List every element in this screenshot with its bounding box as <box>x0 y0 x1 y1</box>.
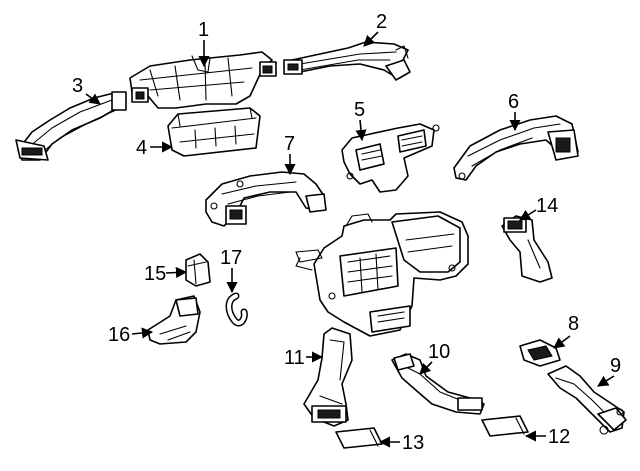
callout-2: 2 <box>376 11 387 33</box>
part-1-center-duct[interactable] <box>129 51 277 109</box>
callout-17: 17 <box>220 247 242 269</box>
callout-9-arrow <box>597 375 615 387</box>
callout-9: 9 <box>610 355 621 377</box>
part-2-duct[interactable] <box>283 41 411 81</box>
callout-12: 12 <box>548 426 570 448</box>
part-13-piece[interactable] <box>335 427 383 449</box>
callout-16: 16 <box>108 324 130 346</box>
callout-4: 4 <box>136 137 147 159</box>
callout-5: 5 <box>354 99 365 121</box>
callout-13: 13 <box>402 432 424 454</box>
callout-8-arrow <box>553 335 571 349</box>
part-5-vent-assembly[interactable] <box>341 123 440 193</box>
part-3-duct[interactable] <box>15 91 127 161</box>
part-12-piece[interactable] <box>481 415 529 437</box>
callout-10: 10 <box>428 341 450 363</box>
callout-11: 11 <box>284 347 305 369</box>
part-8-nozzle[interactable] <box>519 339 561 367</box>
callout-8: 8 <box>568 313 579 335</box>
part-6-duct[interactable] <box>453 115 579 181</box>
callout-14-arrow <box>519 209 537 221</box>
part-10-duct[interactable] <box>391 353 485 415</box>
callout-15-arrow <box>165 266 188 279</box>
callout-6: 6 <box>508 91 519 113</box>
callout-15: 15 <box>144 263 166 285</box>
part-4-box[interactable] <box>167 107 261 157</box>
hvac-unit <box>295 211 469 337</box>
callout-1: 1 <box>198 19 209 41</box>
part-7-duct[interactable] <box>205 171 327 227</box>
part-17-hose[interactable] <box>225 292 248 327</box>
part-14-duct[interactable] <box>501 215 553 283</box>
callout-2-arrow <box>363 31 379 47</box>
callout-7: 7 <box>284 133 295 155</box>
callout-14: 14 <box>536 195 558 217</box>
callout-3-arrow <box>85 93 101 105</box>
part-16-duct[interactable] <box>147 295 201 345</box>
part-9-duct[interactable] <box>547 365 627 435</box>
callout-5-arrow <box>355 119 367 142</box>
callout-16-arrow <box>131 327 154 339</box>
part-11-duct[interactable] <box>303 327 353 427</box>
part-15-block[interactable] <box>185 253 211 287</box>
callout-3: 3 <box>72 75 83 97</box>
callout-10-arrow <box>419 361 433 375</box>
